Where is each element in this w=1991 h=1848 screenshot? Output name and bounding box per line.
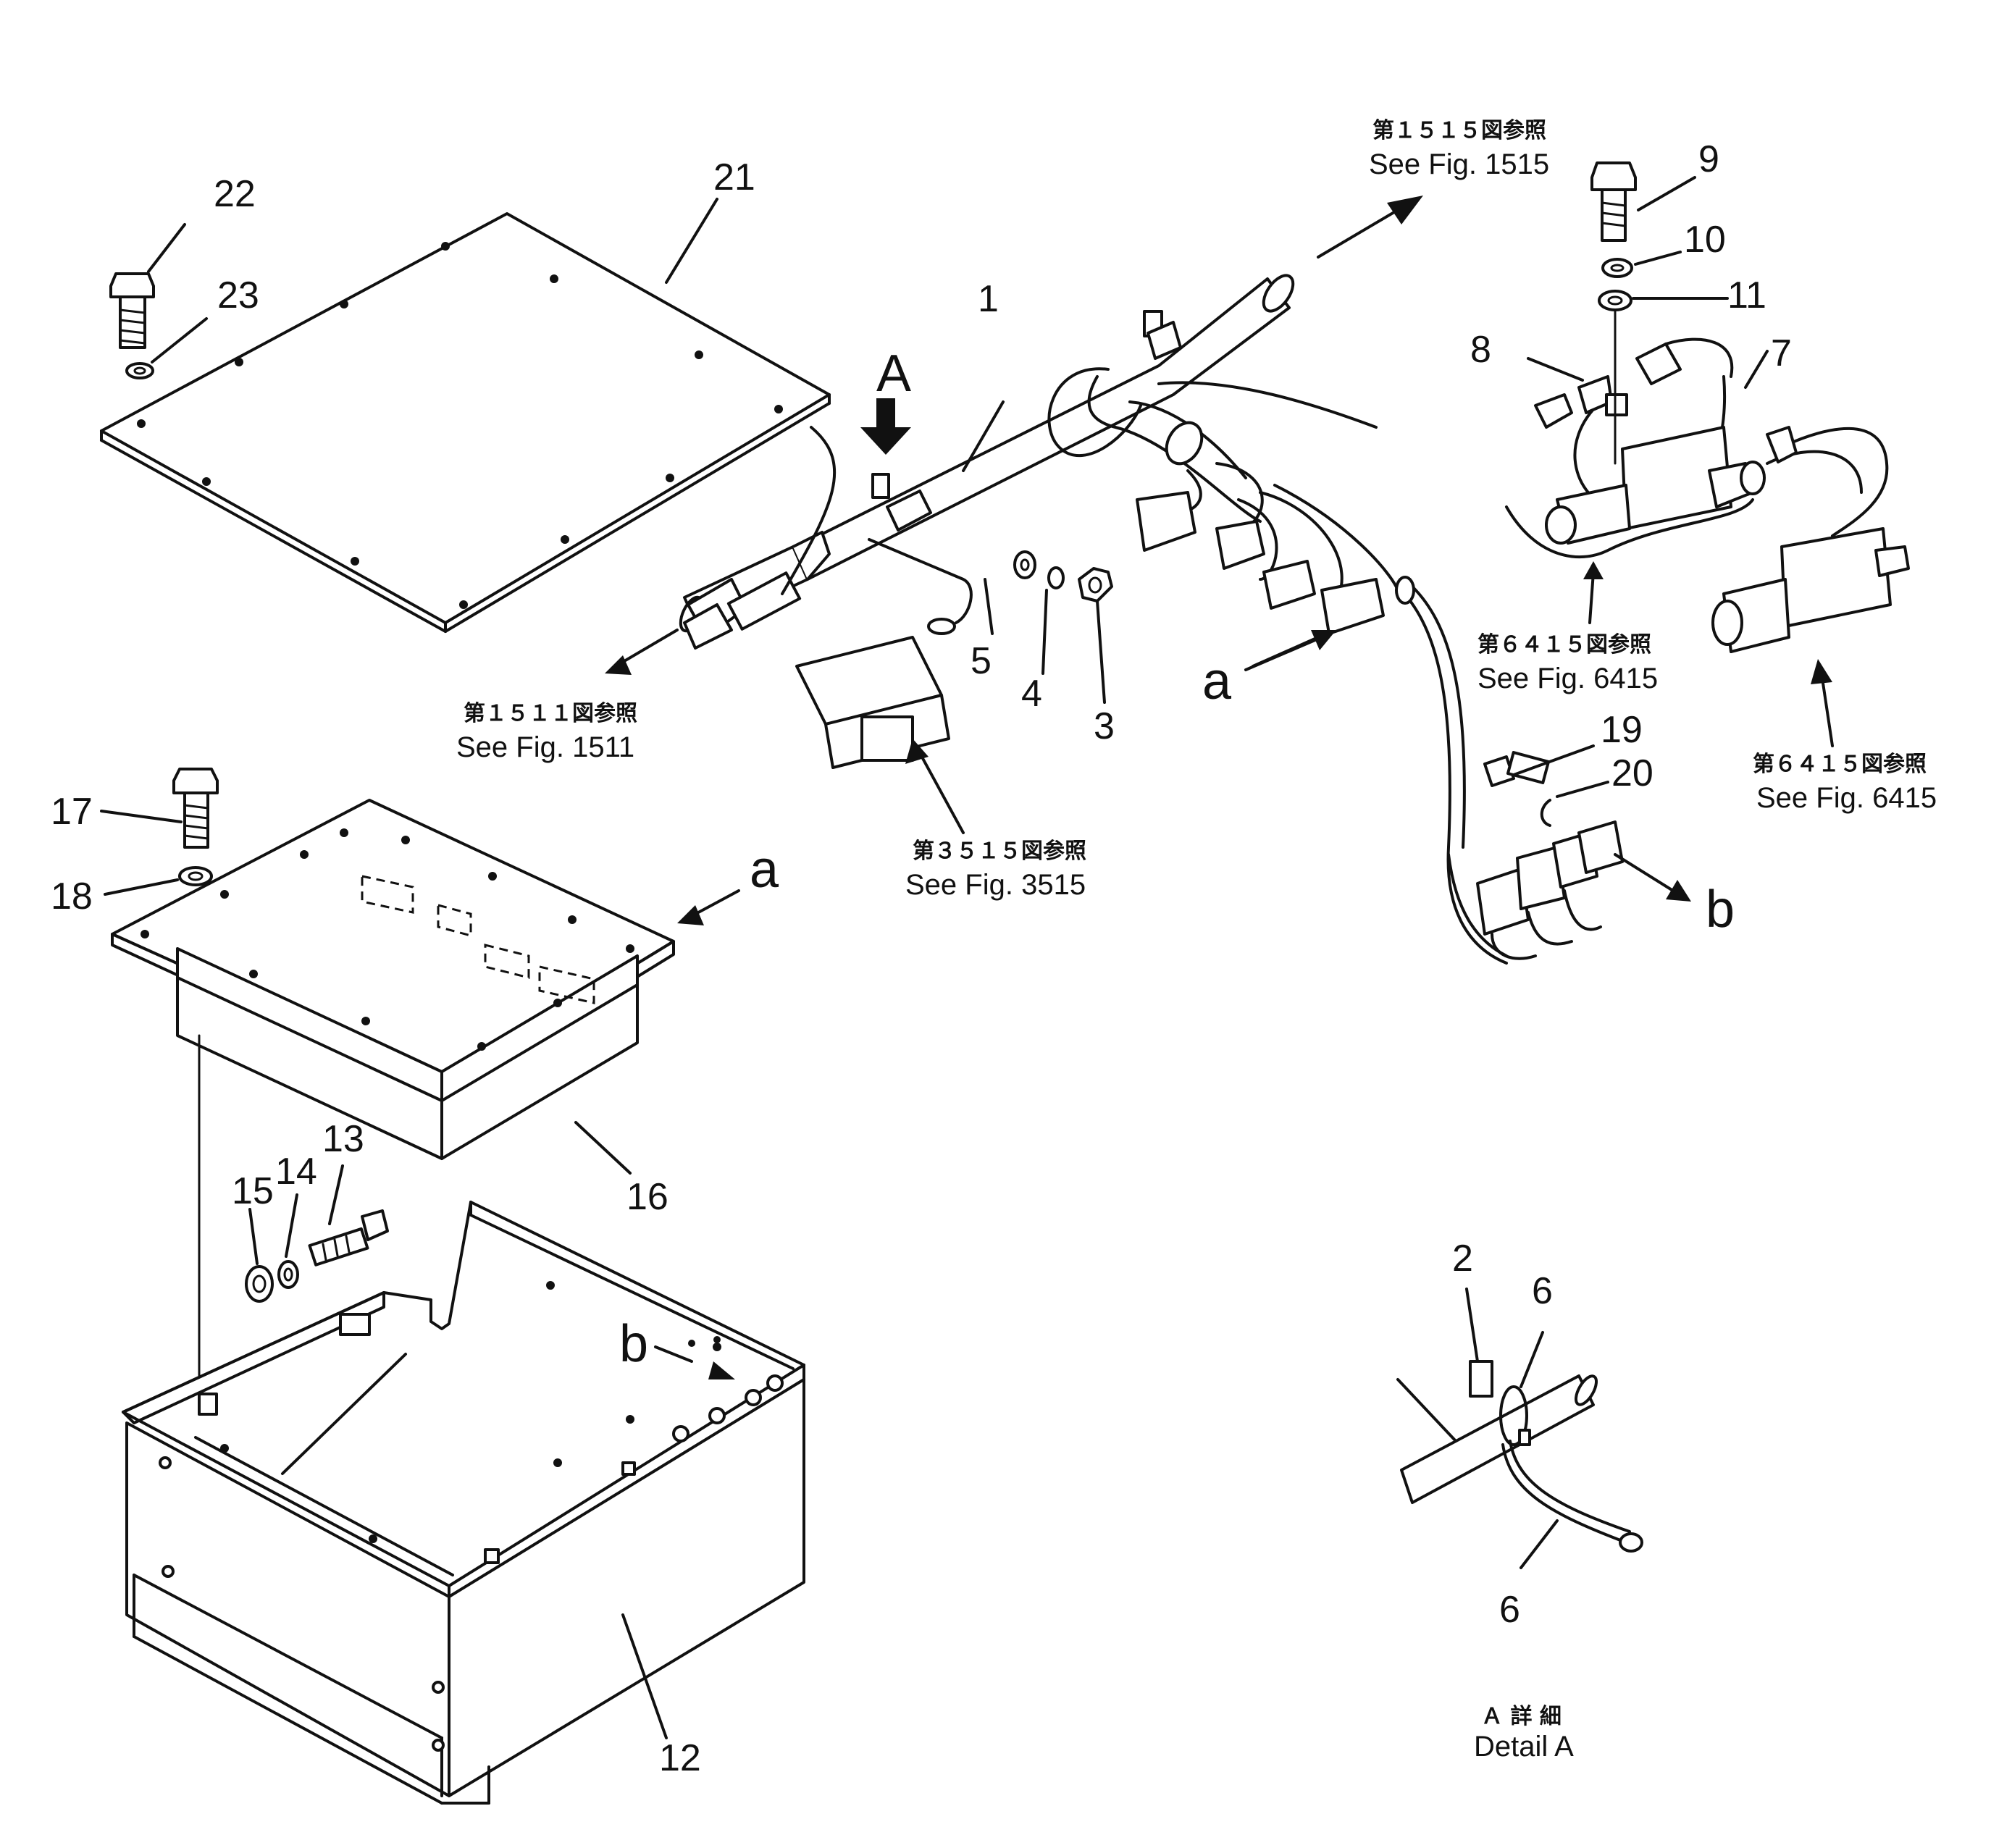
washer-15-icon <box>245 1265 274 1303</box>
label-b-upper: b <box>1706 881 1735 938</box>
relay-block <box>1447 751 1624 960</box>
arrow-fig6415 <box>1583 561 1604 624</box>
detail-title-en: Detail A <box>1474 1731 1574 1763</box>
connector-harness <box>1136 462 1508 965</box>
washer-11-icon <box>1598 290 1632 311</box>
label-part-23: 23 <box>217 274 259 316</box>
label-part-14: 14 <box>275 1151 317 1193</box>
arrow-fig3515 <box>905 739 965 834</box>
battery-box <box>122 1201 805 1805</box>
label-a-upper: a <box>1202 652 1232 710</box>
harness-end <box>683 426 837 650</box>
label-part-21: 21 <box>713 156 755 198</box>
label-part-4: 4 <box>1021 673 1042 715</box>
detail-a-drawing <box>1400 1360 1643 1553</box>
label-part-9: 9 <box>1698 138 1719 180</box>
detail-title-jp: Ａ 詳 細 <box>1481 1704 1562 1729</box>
valve-assembly <box>1505 337 1766 559</box>
bolt-17-icon <box>172 768 219 849</box>
label-part-12: 12 <box>659 1737 701 1779</box>
label-part-1: 1 <box>978 278 999 320</box>
label-part-10: 10 <box>1684 219 1726 261</box>
arrow-b-upper <box>1614 853 1691 902</box>
label-part-16: 16 <box>626 1176 668 1218</box>
label-part-8: 8 <box>1470 329 1491 371</box>
arrow-b-lower <box>654 1336 735 1379</box>
ref-1515-en: See Fig. 1515 <box>1369 148 1549 180</box>
label-view-A: A <box>876 345 911 403</box>
valve-assembly-2 <box>1711 426 1910 653</box>
washer-18-icon <box>178 866 213 886</box>
ref-1511-en: See Fig. 1511 <box>456 731 634 763</box>
ref-1515-jp: 第１５１５図参照 <box>1372 118 1546 143</box>
arrow-fig6415-2 <box>1811 659 1834 747</box>
label-part-6b: 6 <box>1499 1589 1520 1631</box>
housing-cover <box>111 799 675 1160</box>
harness-tube <box>679 274 1378 633</box>
arrow-view-A <box>860 398 911 455</box>
label-part-3: 3 <box>1094 705 1115 747</box>
arrow-a-lower <box>677 889 740 925</box>
label-part-11: 11 <box>1727 274 1766 316</box>
lock-washer-10-icon <box>1601 258 1633 278</box>
lock-washer-4-icon <box>1047 566 1065 589</box>
bolt-9-icon <box>1590 161 1637 242</box>
bolt-13-icon <box>308 1209 389 1267</box>
bolt-22-icon <box>109 272 155 349</box>
label-part-15: 15 <box>232 1170 274 1212</box>
label-part-5: 5 <box>971 640 992 682</box>
ref-3515-jp: 第３５１５図参照 <box>913 839 1086 864</box>
arrow-fig1511 <box>605 629 679 675</box>
lock-washer-23-icon <box>125 362 154 379</box>
ref-6415-en-2: See Fig. 6415 <box>1756 782 1937 814</box>
label-part-17: 17 <box>51 791 93 833</box>
ref-6415-jp-2: 第６４１５図参照 <box>1753 752 1927 777</box>
ref-1511-jp: 第１５１１図参照 <box>464 701 637 726</box>
label-b-lower: b <box>619 1315 648 1373</box>
circlip-20-icon <box>1540 799 1551 827</box>
label-part-2: 2 <box>1452 1238 1473 1280</box>
ref-6415-en: See Fig. 6415 <box>1477 663 1658 694</box>
cover-plate <box>100 212 831 633</box>
arrow-a-upper <box>1244 630 1336 671</box>
ref-6415-jp: 第６４１５図参照 <box>1477 632 1651 658</box>
arrow-fig1515 <box>1317 196 1423 259</box>
label-part-18: 18 <box>51 875 93 917</box>
ref-3515-en: See Fig. 3515 <box>905 869 1086 901</box>
control-valve <box>795 538 973 769</box>
label-part-19: 19 <box>1601 709 1643 751</box>
washer-14-icon <box>277 1260 299 1289</box>
label-part-20: 20 <box>1611 752 1653 794</box>
nut-3-icon <box>1078 567 1113 602</box>
label-a-lower: a <box>750 841 779 899</box>
washer-5-icon <box>1013 550 1036 579</box>
label-part-6: 6 <box>1532 1270 1553 1312</box>
label-part-13: 13 <box>322 1118 364 1160</box>
label-part-7: 7 <box>1771 332 1792 374</box>
label-part-22: 22 <box>214 173 256 215</box>
